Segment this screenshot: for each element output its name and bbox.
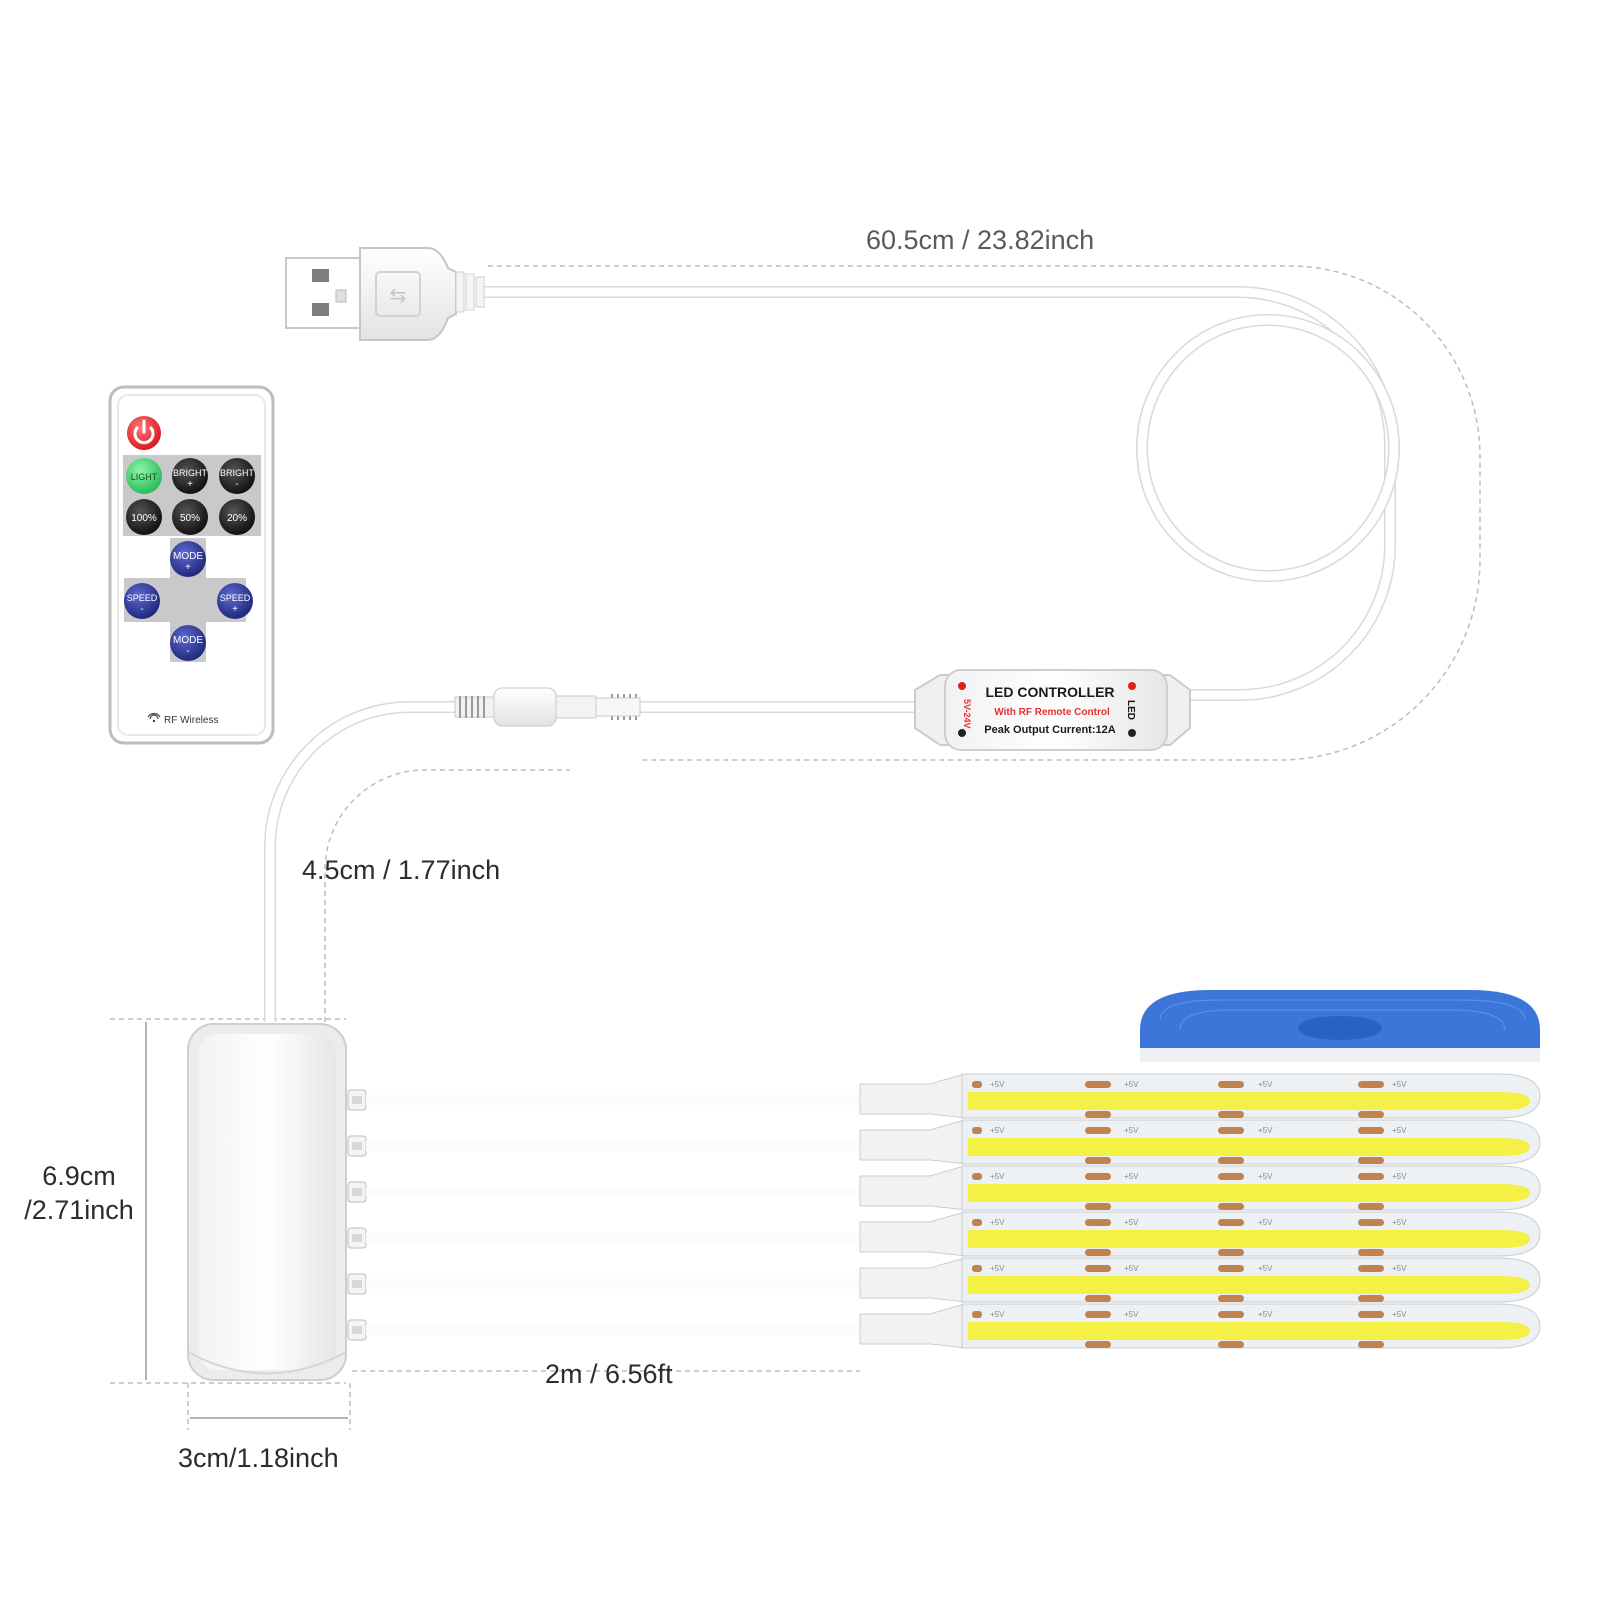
svg-text:⇆: ⇆ bbox=[390, 283, 407, 307]
strip-pad-label: +5V bbox=[1258, 1080, 1273, 1089]
strip-pad-label: +5V bbox=[1124, 1310, 1139, 1319]
usb-cable bbox=[264, 286, 1400, 1022]
splitter-height-cm: 6.9cm bbox=[42, 1161, 116, 1191]
remote-footer: RF Wireless bbox=[164, 715, 218, 726]
strip-pad-label: +5V bbox=[1124, 1126, 1139, 1135]
remote-button-sign: + bbox=[185, 562, 191, 573]
splitter-height-inch: /2.71inch bbox=[24, 1194, 134, 1225]
splitter-cable-length-label: 4.5cm / 1.77inch bbox=[302, 855, 501, 885]
controller-input-label: 5V-24V bbox=[962, 699, 972, 729]
remote-button-sign: + bbox=[187, 479, 193, 490]
strip-pad-label: +5V bbox=[990, 1310, 1005, 1319]
strip-pad-label: +5V bbox=[1258, 1264, 1273, 1273]
remote-button-label: MODE bbox=[173, 551, 203, 562]
controller-subtitle: With RF Remote Control bbox=[994, 707, 1110, 718]
remote-button-speed[interactable]: SPEED+ bbox=[217, 583, 253, 619]
usb-cable-length-label: 60.5cm / 23.82inch bbox=[866, 225, 1095, 255]
remote-button-light[interactable]: LIGHT bbox=[126, 458, 162, 494]
remote-button-label: BRIGHT bbox=[220, 468, 255, 478]
led-strip: +5V +5V +5V +5V bbox=[347, 1303, 1541, 1349]
usb-plug: ⇆ bbox=[285, 247, 485, 341]
remote-button-speed[interactable]: SPEED- bbox=[124, 583, 160, 619]
strip-pad-label: +5V bbox=[1392, 1172, 1407, 1181]
controller-plus-dot bbox=[958, 682, 966, 690]
remote-button-label: LIGHT bbox=[131, 472, 158, 482]
strip-pad-label: +5V bbox=[1258, 1172, 1273, 1181]
remote-button-sign: - bbox=[235, 479, 238, 490]
strip-pad-label: +5V bbox=[1124, 1172, 1139, 1181]
remote-button-mode[interactable]: MODE- bbox=[170, 625, 206, 661]
strip-pad-label: +5V bbox=[1258, 1218, 1273, 1227]
strip-pad-label: +5V bbox=[1392, 1080, 1407, 1089]
strip-pad-label: +5V bbox=[990, 1172, 1005, 1181]
controller-minus-dot bbox=[958, 729, 966, 737]
led-controller: LED CONTROLLER With RF Remote Control Pe… bbox=[914, 669, 1191, 751]
strip-pad-label: +5V bbox=[1392, 1310, 1407, 1319]
led-strips: +5V+5V+5V+5V+5V+5V+5V+5V+5V+5V+5V+5V+5V+… bbox=[347, 1073, 1541, 1349]
strip-pad-label: +5V bbox=[1392, 1264, 1407, 1273]
led-strip-reel bbox=[1140, 990, 1540, 1062]
strip-pad-label: +5V bbox=[1258, 1310, 1273, 1319]
remote-button-label: 50% bbox=[180, 513, 200, 524]
strip-pad-label: +5V bbox=[990, 1264, 1005, 1273]
remote-button-100pct[interactable]: 100% bbox=[126, 499, 162, 535]
strip-pad-label: +5V bbox=[1392, 1126, 1407, 1135]
remote-button-sign: + bbox=[232, 604, 238, 615]
strip-pad-label: +5V bbox=[1392, 1218, 1407, 1227]
remote-button-label: SPEED bbox=[220, 593, 251, 603]
led-strip: +5V +5V +5V +5V bbox=[347, 1211, 1541, 1257]
remote-button-sign: - bbox=[140, 604, 143, 615]
remote-button-50pct[interactable]: 50% bbox=[172, 499, 208, 535]
rf-wireless-icon bbox=[147, 713, 161, 720]
controller-title: LED CONTROLLER bbox=[985, 684, 1114, 700]
led-strip: +5V +5V +5V +5V bbox=[347, 1165, 1541, 1211]
strip-pad-label: +5V bbox=[1124, 1080, 1139, 1089]
strip-pad-label: +5V bbox=[990, 1080, 1005, 1089]
controller-rating: Peak Output Current:12A bbox=[984, 724, 1115, 736]
dc-connector bbox=[454, 687, 641, 727]
led-strip: +5V +5V +5V +5V bbox=[347, 1073, 1541, 1119]
remote-button-bright[interactable]: BRIGHT+ bbox=[172, 458, 208, 494]
controller-output-label: LED bbox=[1125, 700, 1136, 720]
led-strip: +5V +5V +5V +5V bbox=[347, 1257, 1541, 1303]
splitter-width-label: 3cm/1.18inch bbox=[178, 1443, 339, 1473]
strip-pad-label: +5V bbox=[1124, 1218, 1139, 1227]
remote-button-mode[interactable]: MODE+ bbox=[170, 541, 206, 577]
remote-button-label: BRIGHT bbox=[173, 468, 208, 478]
remote-button-sign: - bbox=[186, 646, 189, 657]
remote-button-label: MODE bbox=[173, 635, 203, 646]
strip-pad-label: +5V bbox=[1258, 1126, 1273, 1135]
remote-button-bright[interactable]: BRIGHT- bbox=[219, 458, 255, 494]
remote-button-label: 100% bbox=[131, 513, 157, 524]
dimension-guides bbox=[110, 265, 1481, 1430]
splitter-height-label: 6.9cm /2.71inch bbox=[14, 1160, 144, 1228]
remote-button-20pct[interactable]: 20% bbox=[219, 499, 255, 535]
remote-button-label: 20% bbox=[227, 513, 247, 524]
remote-button-label: SPEED bbox=[127, 593, 158, 603]
power-icon bbox=[133, 419, 155, 445]
strip-pad-label: +5V bbox=[990, 1218, 1005, 1227]
splitter-box bbox=[187, 1023, 347, 1381]
strip-length-label: 2m / 6.56ft bbox=[545, 1359, 673, 1389]
led-strip: +5V +5V +5V +5V bbox=[347, 1119, 1541, 1165]
controller-output-plus-dot bbox=[1128, 682, 1136, 690]
strip-pad-label: +5V bbox=[1124, 1264, 1139, 1273]
strip-pad-label: +5V bbox=[990, 1126, 1005, 1135]
controller-output-minus-dot bbox=[1128, 729, 1136, 737]
